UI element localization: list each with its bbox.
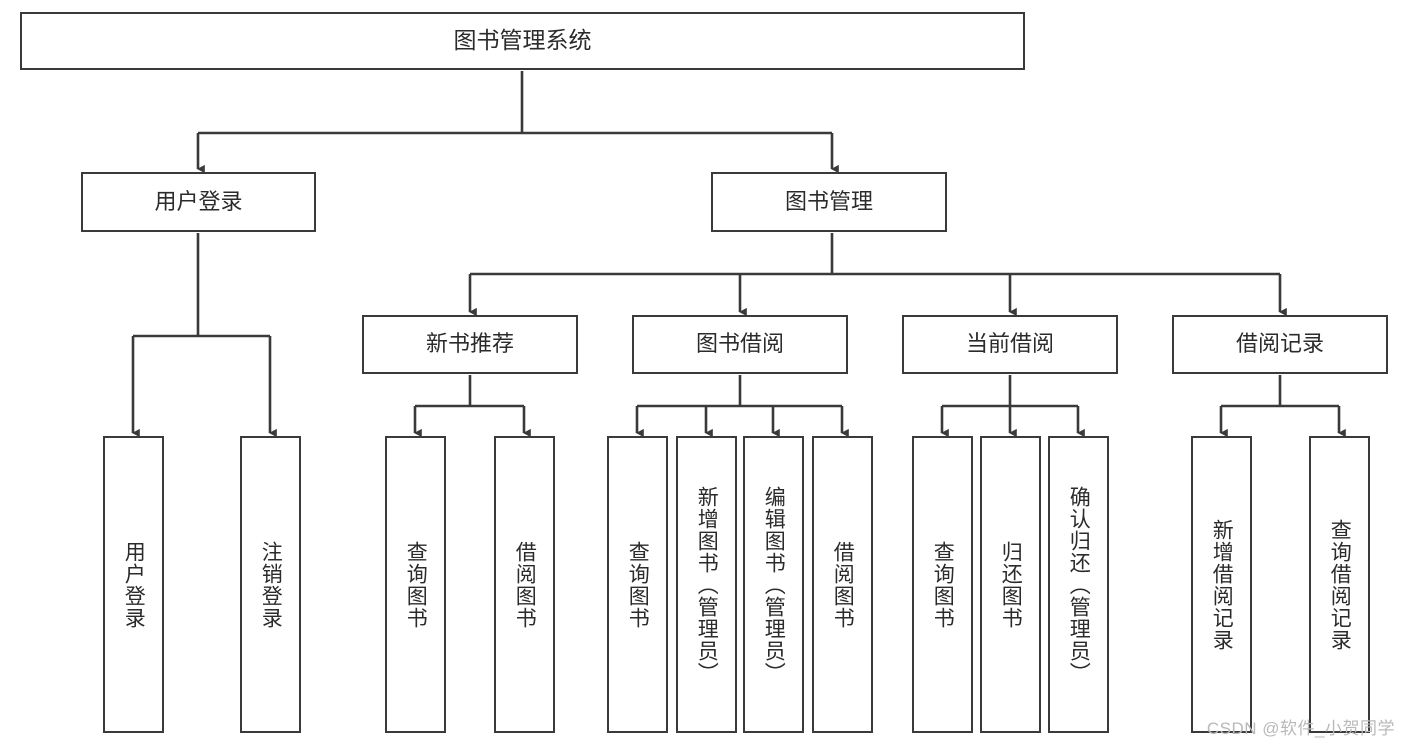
node-leaf-edit-book[interactable]: 编辑图书（管理员） (743, 436, 804, 733)
node-leaf-query-book-3-label: 查询图书 (931, 540, 955, 629)
node-leaf-query-record-label: 查询借阅记录 (1328, 518, 1352, 651)
node-leaf-user-login[interactable]: 用户登录 (103, 436, 164, 733)
node-leaf-return-book-label: 归还图书 (999, 540, 1023, 629)
node-new-book-recommend[interactable]: 新书推荐 (362, 315, 578, 374)
node-book-manage-label: 图书管理 (784, 188, 873, 214)
node-borrow-record[interactable]: 借阅记录 (1172, 315, 1388, 374)
node-book-borrow[interactable]: 图书借阅 (632, 315, 848, 374)
node-leaf-user-login-label: 用户登录 (122, 540, 146, 629)
node-current-borrow[interactable]: 当前借阅 (902, 315, 1118, 374)
node-leaf-query-book-2[interactable]: 查询图书 (607, 436, 668, 733)
node-borrow-record-label: 借阅记录 (1235, 331, 1324, 357)
node-root-label: 图书管理系统 (453, 27, 592, 54)
node-leaf-confirm-return-label: 确认归还（管理员） (1067, 485, 1091, 684)
node-leaf-edit-book-label: 编辑图书（管理员） (762, 485, 786, 684)
node-user-login-label: 用户登录 (154, 188, 243, 214)
node-leaf-query-book-1[interactable]: 查询图书 (385, 436, 446, 733)
node-leaf-confirm-return[interactable]: 确认归还（管理员） (1048, 436, 1109, 733)
node-leaf-add-book-label: 新增图书（管理员） (695, 485, 719, 684)
node-leaf-borrow-book-2-label: 借阅图书 (831, 540, 855, 629)
node-leaf-query-book-3[interactable]: 查询图书 (912, 436, 973, 733)
node-user-login[interactable]: 用户登录 (81, 172, 316, 232)
node-book-manage[interactable]: 图书管理 (711, 172, 947, 232)
node-leaf-query-record[interactable]: 查询借阅记录 (1309, 436, 1370, 733)
node-leaf-borrow-book-2[interactable]: 借阅图书 (812, 436, 873, 733)
node-leaf-query-book-1-label: 查询图书 (404, 540, 428, 629)
node-leaf-add-book[interactable]: 新增图书（管理员） (676, 436, 737, 733)
node-leaf-logout-login[interactable]: 注销登录 (240, 436, 301, 733)
node-leaf-borrow-book-1-label: 借阅图书 (513, 540, 537, 629)
node-leaf-logout-login-label: 注销登录 (259, 540, 283, 629)
node-root[interactable]: 图书管理系统 (20, 12, 1025, 70)
node-new-book-recommend-label: 新书推荐 (425, 331, 514, 357)
node-leaf-query-book-2-label: 查询图书 (626, 540, 650, 629)
node-leaf-add-record[interactable]: 新增借阅记录 (1191, 436, 1252, 733)
node-book-borrow-label: 图书借阅 (695, 331, 784, 357)
node-leaf-return-book[interactable]: 归还图书 (980, 436, 1041, 733)
node-leaf-borrow-book-1[interactable]: 借阅图书 (494, 436, 555, 733)
node-leaf-add-record-label: 新增借阅记录 (1210, 518, 1234, 651)
node-current-borrow-label: 当前借阅 (965, 331, 1054, 357)
